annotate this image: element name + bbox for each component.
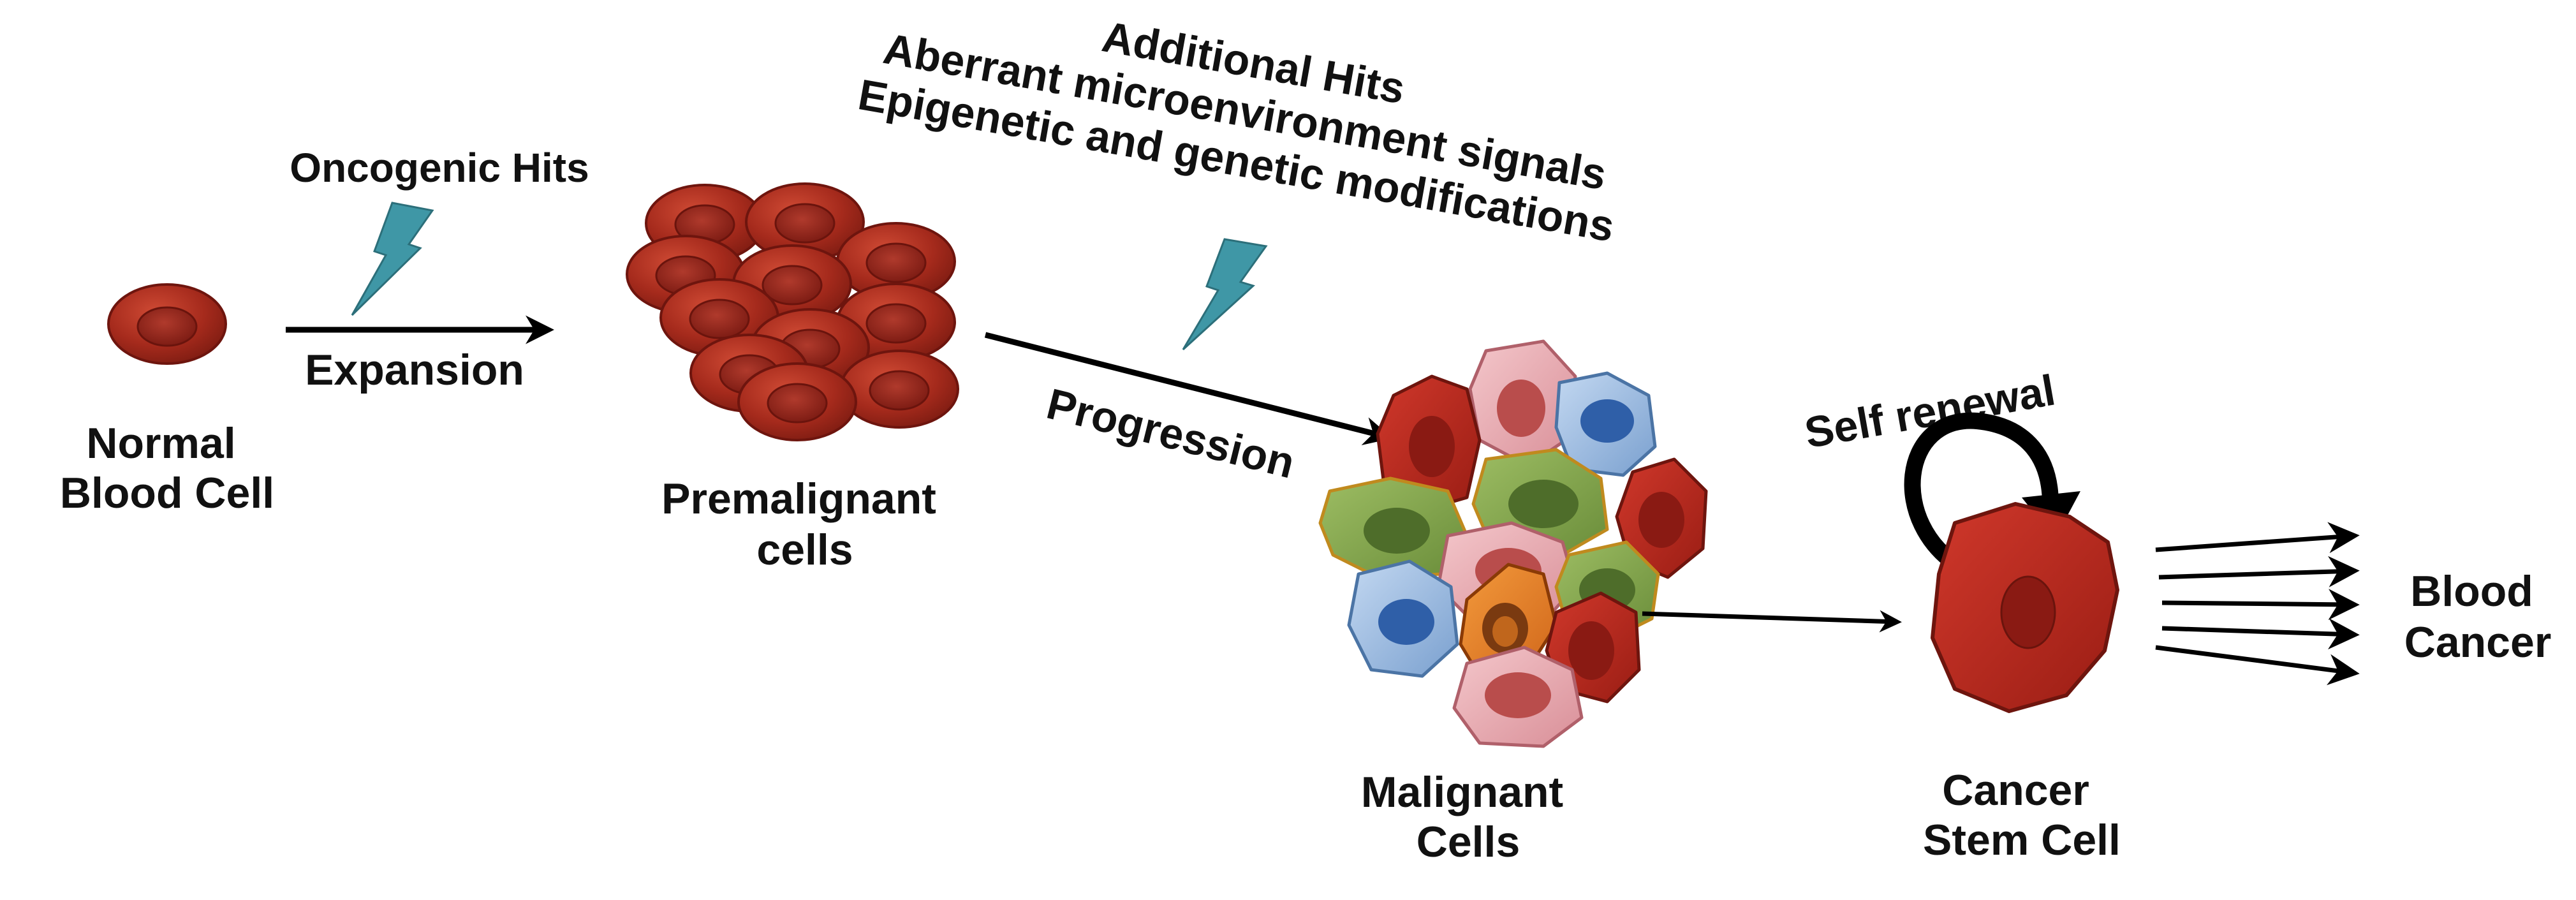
additional-hits-text-group: Additional Hits Aberrant microenvironmen…: [855, 12, 1617, 251]
to-stem-cell-arrow-icon: [1642, 610, 1902, 633]
malignant-cell-cluster-icon: [1318, 339, 1708, 748]
lightning-bolt-icon: [1182, 238, 1268, 351]
output-arrows-icon: [2155, 522, 2360, 686]
premalignant-cells-label: Premalignant cells: [661, 475, 948, 574]
premalignant-cell-cluster-icon: [626, 182, 959, 441]
malignant-cells-label: Malignant Cells: [1361, 768, 1575, 866]
oncogenic-hits-label: Oncogenic Hits: [290, 145, 589, 191]
cancer-stem-cell-icon: [1931, 502, 2119, 713]
normal-blood-cell-icon: [107, 283, 227, 365]
blood-cancer-label: Blood Cancer: [2404, 567, 2552, 667]
cancer-stem-cell-label: Cancer Stem Cell: [1923, 766, 2121, 864]
expansion-label: Expansion: [305, 346, 524, 394]
lightning-bolt-icon: [351, 202, 434, 316]
progression-arrow-icon: [984, 332, 1393, 445]
progression-label: Progression: [1042, 380, 1299, 488]
normal-blood-cell-label: Normal Blood Cell: [60, 419, 274, 517]
